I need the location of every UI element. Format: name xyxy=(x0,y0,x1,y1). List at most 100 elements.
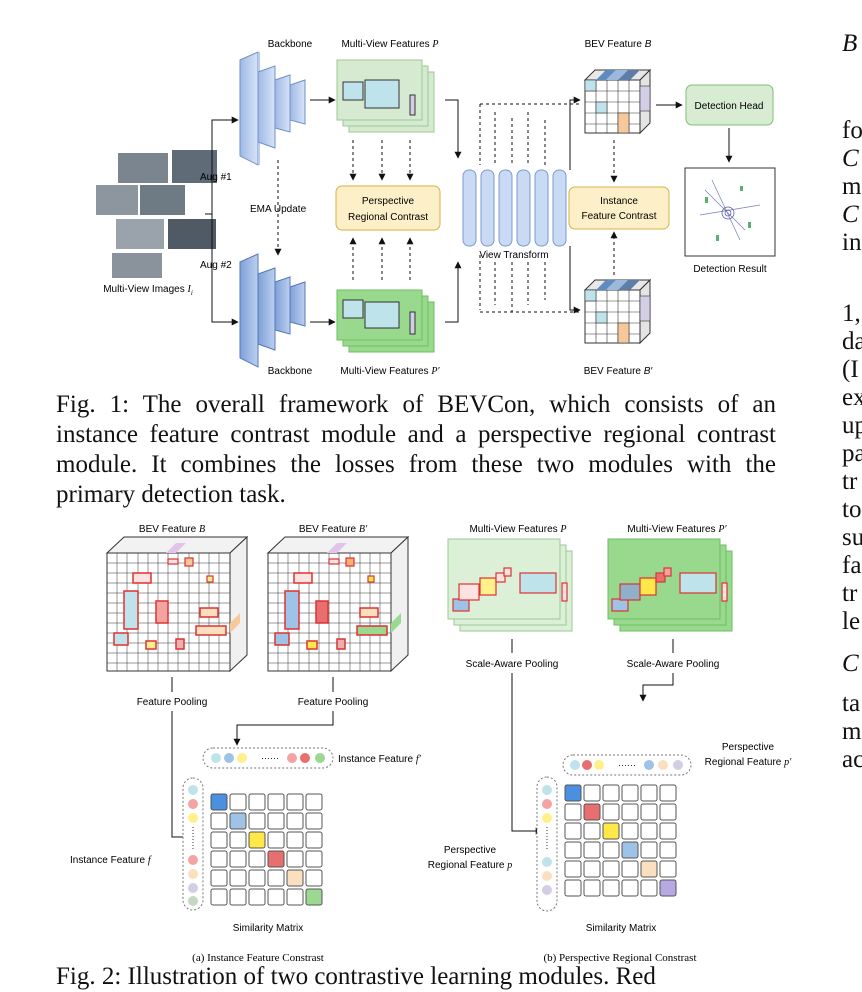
fig2-prf2-line2: Regional Feature p′ xyxy=(705,757,793,768)
sim-cell xyxy=(286,850,304,868)
sim-cell xyxy=(602,860,620,878)
sim-cell xyxy=(210,831,228,849)
sim-cell xyxy=(564,784,582,802)
view-transform-label: View Transform xyxy=(479,250,548,261)
right-column-fragment: le xyxy=(842,608,861,635)
fig2-sim-matrix-b xyxy=(564,784,677,897)
sim-cell xyxy=(286,812,304,830)
svg-text:Regional Contrast: Regional Contrast xyxy=(348,212,428,223)
sim-cell xyxy=(286,888,304,906)
backbone-top xyxy=(239,51,306,166)
sim-cell xyxy=(229,850,247,868)
right-column-fragment: da xyxy=(842,328,862,355)
fig2-mvp2-label: Multi-View Features P′ xyxy=(627,524,727,535)
fig2-pool2: Feature Pooling xyxy=(298,697,369,708)
sim-cell xyxy=(602,841,620,859)
sim-cell xyxy=(640,860,658,878)
sim-cell xyxy=(602,784,620,802)
sim-cell xyxy=(640,803,658,821)
right-column-fragment: m xyxy=(842,173,862,200)
sim-cell xyxy=(229,888,247,906)
right-column-fragment: C xyxy=(842,201,859,228)
sim-cell xyxy=(248,850,266,868)
right-column-fragment: fo xyxy=(842,117,862,144)
right-column-fragment: C xyxy=(842,145,859,172)
fig2-sub-b: (b) Perspective Regional Constrast xyxy=(543,952,696,964)
fig2-sap2: Scale-Aware Pooling xyxy=(627,659,720,670)
mv-images-label: Multi-View Images Ii xyxy=(103,284,193,297)
sim-cell xyxy=(659,784,677,802)
sim-cell xyxy=(621,879,639,897)
right-column-fragment: in xyxy=(842,229,862,256)
sim-cell xyxy=(210,869,228,887)
right-column-fragment: up xyxy=(842,412,862,439)
bev-feature-top xyxy=(583,68,652,135)
sim-cell xyxy=(229,812,247,830)
sim-cell xyxy=(659,879,677,897)
multi-view-images xyxy=(96,150,217,278)
sim-cell xyxy=(267,793,285,811)
mvf-bottom-label: Multi-View Features P′ xyxy=(340,366,440,377)
sim-cell xyxy=(305,888,323,906)
svg-text:······: ······ xyxy=(261,753,279,763)
sim-cell xyxy=(248,888,266,906)
sim-cell xyxy=(210,888,228,906)
sim-cell xyxy=(621,860,639,878)
fig2-bev-b-label: BEV Feature B xyxy=(139,524,205,535)
figure-1: Backbone Multi-View Features P BEV Featu… xyxy=(96,39,776,377)
backbone-bottom-label: Backbone xyxy=(268,366,313,377)
sim-cell xyxy=(583,841,601,859)
right-column-fragment: su xyxy=(842,524,862,551)
sim-cell xyxy=(210,812,228,830)
mvf-top xyxy=(336,59,435,133)
fig1-caption: Fig. 1: The overall framework of BEVCon,… xyxy=(56,391,776,508)
right-column-fragment: B xyxy=(842,30,858,57)
fig2-sub-a: (a) Instance Feature Constrast xyxy=(192,952,324,964)
perspective-regional-contrast-box: Perspective Regional Contrast xyxy=(335,185,441,231)
sim-cell xyxy=(286,831,304,849)
det-result-label: Detection Result xyxy=(693,264,767,275)
fig2-pool1: Feature Pooling xyxy=(137,697,208,708)
fig2-prf2-line1: Perspective xyxy=(722,742,775,753)
sim-cell xyxy=(267,831,285,849)
sim-cell xyxy=(621,841,639,859)
fig2-prf-line1: Perspective xyxy=(444,845,497,856)
right-column-fragment: fa xyxy=(842,552,862,579)
svg-text:Detection Head: Detection Head xyxy=(695,101,764,112)
fig2-regional-feature-p xyxy=(536,776,558,912)
right-column-fragment: ex xyxy=(842,384,862,411)
fig2-sim-matrix-a xyxy=(210,793,323,906)
sim-cell xyxy=(602,803,620,821)
fig2-bev-grid-b xyxy=(105,535,249,673)
svg-text:······: ······ xyxy=(618,760,636,770)
right-column-fragment: 1, xyxy=(842,300,861,327)
sim-cell xyxy=(659,803,677,821)
fig2-caption-partial: Fig. 2: Illustration of two contrastive … xyxy=(56,963,656,990)
right-column-fragment: pa xyxy=(842,440,862,467)
fig2-prf-line2: Regional Feature p xyxy=(428,860,513,871)
aug-arrows xyxy=(211,116,239,214)
sim-cell xyxy=(305,793,323,811)
bev-top-label: BEV Feature B xyxy=(585,39,652,50)
sim-cell xyxy=(564,822,582,840)
bev-bottom-label: BEV Feature B′ xyxy=(584,366,654,377)
figure-2: BEV Feature B BEV Feature B′ Multi-View … xyxy=(70,524,793,964)
sim-cell xyxy=(640,841,658,859)
mvf-top-label: Multi-View Features P xyxy=(341,39,438,50)
sim-cell xyxy=(564,841,582,859)
aug2-label: Aug #2 xyxy=(200,260,232,271)
fig2-regional-feature-p2: ······ xyxy=(562,754,692,776)
fig2-mv-features-p xyxy=(447,538,573,632)
sim-cell xyxy=(229,793,247,811)
sim-cell xyxy=(659,860,677,878)
aug1-label: Aug #1 xyxy=(200,172,232,183)
sim-cell xyxy=(659,822,677,840)
bev-feature-bottom xyxy=(583,278,652,345)
fig2-instance-feature-f2: ······ xyxy=(202,747,334,769)
right-column-fragment: ta xyxy=(842,690,861,717)
fig2-sap1: Scale-Aware Pooling xyxy=(466,659,559,670)
sim-cell xyxy=(583,860,601,878)
sim-cell xyxy=(583,803,601,821)
fig2-sim2-label: Similarity Matrix xyxy=(586,923,657,934)
sim-cell xyxy=(640,822,658,840)
